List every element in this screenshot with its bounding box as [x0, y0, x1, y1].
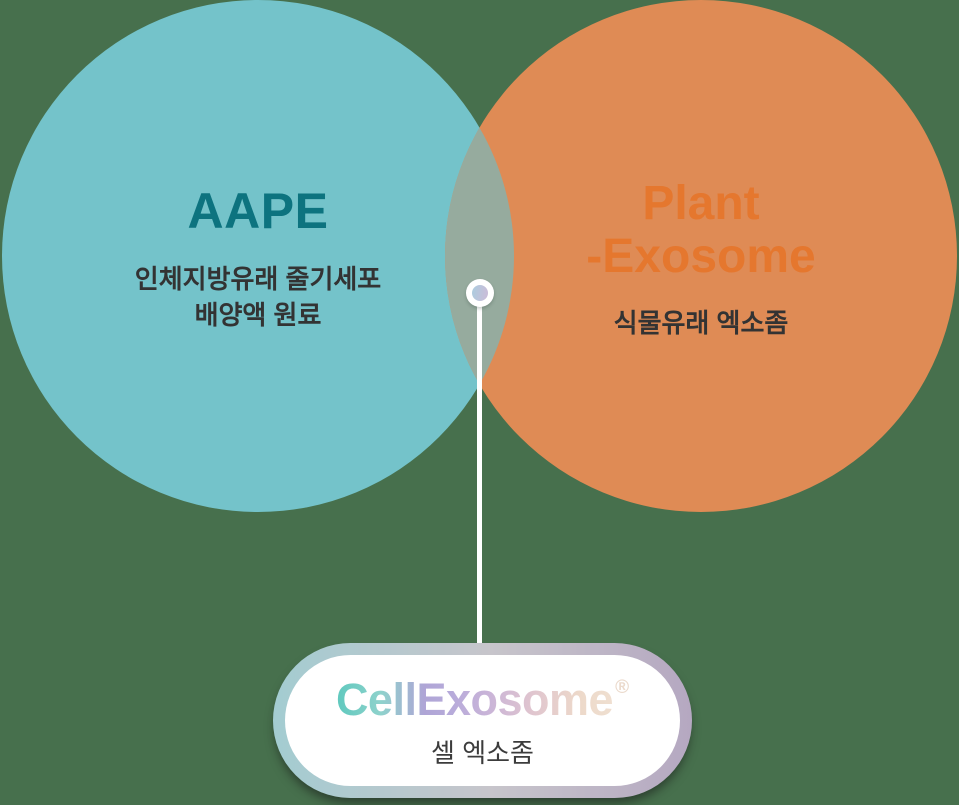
plant-exosome-section: Plant-Exosome 식물유래 엑소좀 — [445, 0, 957, 341]
plant-exosome-title: Plant-Exosome — [445, 177, 957, 283]
registered-trademark-icon: ® — [615, 676, 630, 698]
overlap-lens-shape — [445, 127, 514, 385]
aape-description-line-2: 배양액 원료 — [194, 300, 322, 330]
plant-exosome-title-line-1: Plant — [642, 177, 760, 230]
connector-line — [477, 298, 482, 650]
right-circle — [445, 0, 957, 512]
connector-dot-core — [472, 285, 488, 301]
aape-description-line-1: 인체지방유래 줄기세포 — [134, 264, 382, 294]
aape-title: AAPE — [187, 183, 329, 239]
cellexosome-card: CellExosome® 셀 엑소좀 — [273, 643, 692, 798]
cellexosome-logo: CellExosome — [335, 673, 614, 725]
left-circle — [2, 0, 514, 512]
plant-exosome-title-line-2: -Exosome — [586, 230, 816, 283]
connector-dot — [466, 279, 494, 307]
cellexosome-subtitle: 셀 엑소좀 — [431, 737, 534, 768]
cellexosome-logo-row: CellExosome® — [336, 674, 629, 726]
plant-exosome-description: 식물유래 엑소좀 — [613, 308, 789, 338]
cellexosome-card-inner: CellExosome® 셀 엑소좀 — [285, 655, 680, 786]
